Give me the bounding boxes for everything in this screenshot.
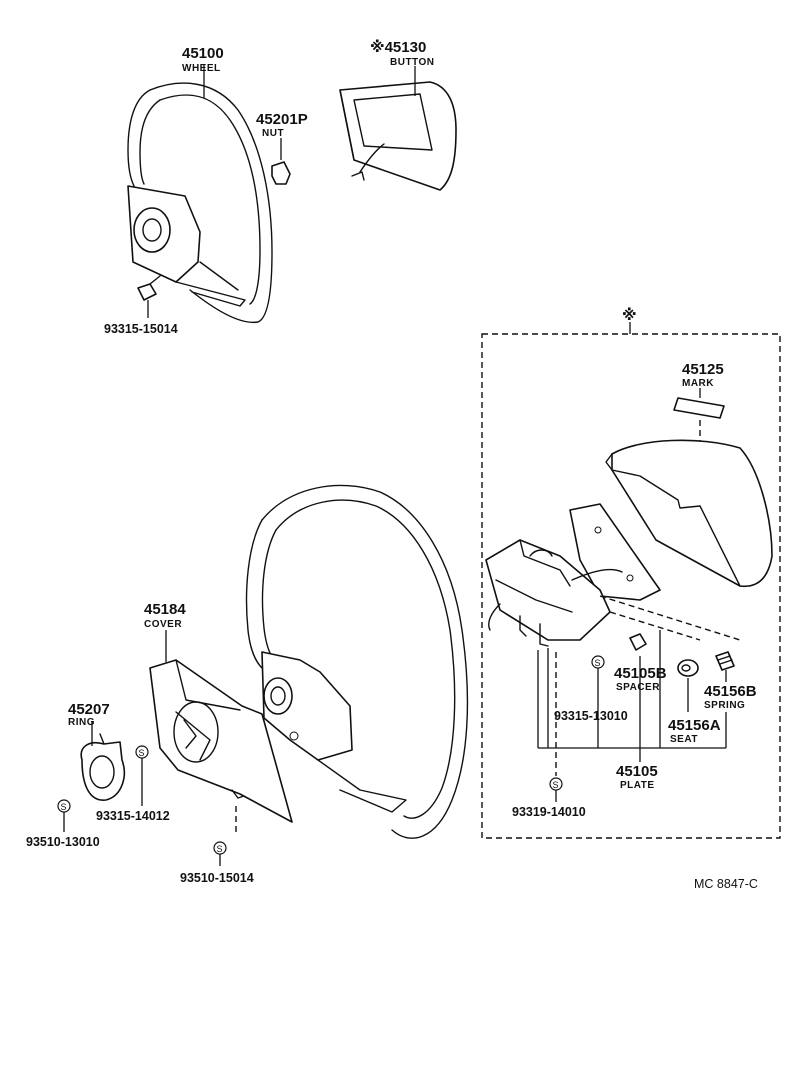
spacer-name: SPACER	[616, 682, 660, 693]
nut-name: NUT	[262, 128, 284, 139]
screw-e-number: 93319-14010	[512, 805, 586, 819]
plate-name: PLATE	[620, 780, 655, 791]
spring-drawing	[715, 651, 735, 671]
bolt-top-drawing	[137, 275, 161, 301]
screw-d-symbol: S	[591, 655, 605, 669]
diagram-code: MC 8847-C	[694, 877, 758, 891]
svg-text:S: S	[217, 844, 223, 854]
plate-mechanism-drawing	[485, 503, 661, 647]
screw-b-number: 93510-13010	[26, 835, 100, 849]
ring-drawing	[80, 733, 126, 801]
wheel-top-drawing	[127, 82, 273, 324]
seat-name: SEAT	[670, 734, 698, 745]
screw-c-symbol: S	[213, 841, 227, 855]
kit-boundary	[481, 333, 781, 839]
spacer-drawing	[629, 633, 647, 651]
wheel-lower-drawing	[245, 484, 469, 839]
wheel-top-name: WHEEL	[182, 63, 221, 74]
cover-drawing	[149, 659, 293, 823]
mark-number: 45125	[682, 361, 724, 378]
ring-number: 45207	[68, 701, 110, 718]
screw-a-number: 93315-14012	[96, 809, 170, 823]
nut-drawing	[271, 161, 291, 185]
kit-marker: ※	[622, 306, 637, 324]
button-number: ※45130	[370, 38, 426, 56]
plate-number: 45105	[616, 763, 658, 780]
mark-name: MARK	[682, 378, 714, 389]
nut-number: 45201P	[256, 111, 308, 128]
spring-name: SPRING	[704, 700, 745, 711]
pad-drawing	[605, 439, 773, 588]
screw-c-number: 93510-15014	[180, 871, 254, 885]
svg-text:S: S	[595, 658, 601, 668]
svg-text:S: S	[553, 780, 559, 790]
cover-name: COVER	[144, 619, 182, 630]
screw-d-number: 93315-13010	[554, 709, 628, 723]
screw-b-symbol: S	[57, 799, 71, 813]
bolt-top-number: 93315-15014	[104, 322, 178, 336]
screw-e-symbol: S	[549, 777, 563, 791]
seat-drawing	[677, 659, 699, 677]
button-drawing	[339, 81, 457, 191]
button-name: BUTTON	[390, 57, 434, 68]
mark-drawing	[673, 397, 725, 419]
seat-number: 45156A	[668, 717, 721, 734]
wheel-top-number: 45100	[182, 45, 224, 62]
cover-number: 45184	[144, 601, 186, 618]
ring-name: RING	[68, 717, 95, 728]
spring-number: 45156B	[704, 683, 757, 700]
screw-a-symbol: S	[135, 745, 149, 759]
svg-text:S: S	[139, 748, 145, 758]
svg-text:S: S	[61, 802, 67, 812]
